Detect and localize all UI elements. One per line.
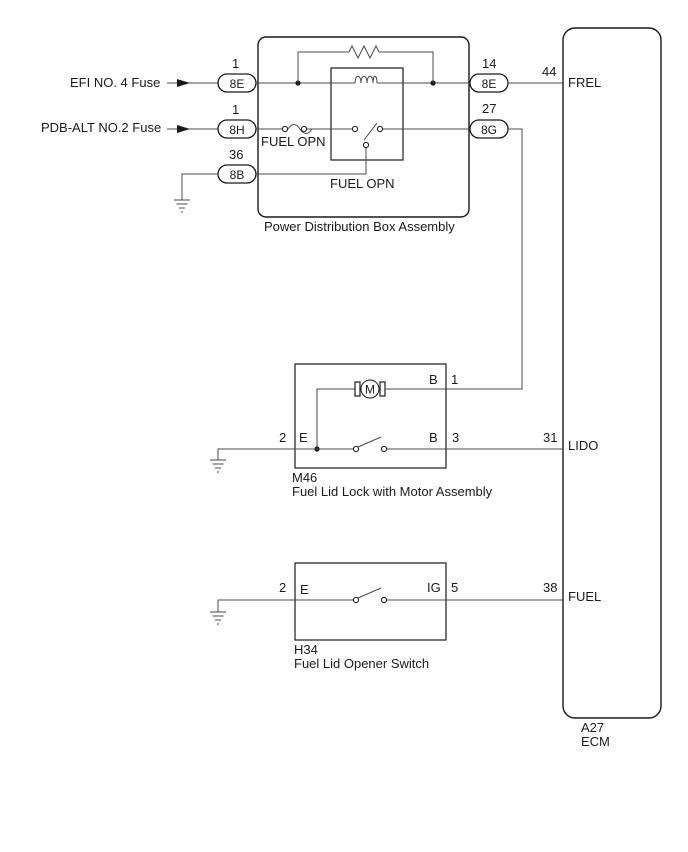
pdb-box <box>257 36 470 218</box>
motor-terminal-b-top: B <box>429 372 438 387</box>
relay-contact-pivot <box>362 141 370 149</box>
opener-terminal-ig: IG <box>427 580 441 595</box>
opener-switch-code: H34 <box>294 642 318 657</box>
fuse-label: FUEL OPN <box>261 134 326 149</box>
motor-terminal-e: E <box>299 430 308 445</box>
efi-fuse-label: EFI NO. 4 Fuse <box>70 75 160 90</box>
pin-sw-e: 2 <box>279 580 286 595</box>
connector-left-top-label: 8E <box>230 77 245 91</box>
opener-terminal-e: E <box>300 582 309 597</box>
resistor-bypass-wire <box>297 51 349 83</box>
ground-icon <box>210 611 226 625</box>
resistor-bypass-wire-right <box>379 51 434 83</box>
fuse-contact-left <box>281 125 289 133</box>
motor-terminal-b-bottom: B <box>429 430 438 445</box>
opener-switch-arm <box>357 587 382 599</box>
fuse-contact-right <box>300 125 308 133</box>
connector-left-bot-label: 8B <box>230 168 245 182</box>
motor-assembly-code: M46 <box>292 470 317 485</box>
pin-right-mid: 27 <box>482 101 496 116</box>
pdb-alt-fuse-label: PDB-ALT NO.2 Fuse <box>41 120 161 135</box>
pin-left-mid: 1 <box>232 102 239 117</box>
motor-icon: M <box>360 379 380 399</box>
motor-ground-wire <box>217 448 295 460</box>
relay-pivot-to-ground-wire <box>256 148 367 175</box>
motor-switch-contact-left <box>352 445 360 453</box>
pdb-name: Power Distribution Box Assembly <box>264 219 455 234</box>
connector-right-mid-label: 8G <box>481 123 497 137</box>
motor-assembly-box <box>294 363 447 469</box>
pin-motor-e: 2 <box>279 430 286 445</box>
relay-coil-icon <box>354 75 378 84</box>
connector-right-top-label: 8E <box>482 77 497 91</box>
opener-switch-box <box>294 562 447 641</box>
pin-left-top: 1 <box>232 56 239 71</box>
pdb-ground-wire <box>181 173 218 200</box>
motor-switch-contact-right <box>380 445 388 453</box>
pdb-alt-input-arrow-icon <box>177 125 190 133</box>
pdb-to-motor-wire <box>446 128 523 390</box>
fuse-icon <box>287 124 313 134</box>
svg-text:M: M <box>365 383 375 397</box>
pin-ecm-fuel: 38 <box>543 580 557 595</box>
relay-label: FUEL OPN <box>330 176 395 191</box>
motor-housing-right <box>379 381 386 397</box>
opener-switch-contact-left <box>352 596 360 604</box>
opener-switch-contact-right <box>380 596 388 604</box>
ecm-box <box>562 27 662 719</box>
pin-ecm-lido: 31 <box>543 430 557 445</box>
motor-switch-arm <box>357 436 382 448</box>
relay-box <box>330 67 404 161</box>
pin-motor-b: 1 <box>451 372 458 387</box>
relay-contact-arm <box>363 122 378 141</box>
motor-assembly-name: Fuel Lid Lock with Motor Assembly <box>292 484 493 499</box>
pin-motor-b2: 3 <box>452 430 459 445</box>
pin-sw-ig: 5 <box>451 580 458 595</box>
relay-contact-left <box>351 125 359 133</box>
pin-ecm-frel: 44 <box>542 64 556 79</box>
pin-left-bot: 36 <box>229 147 243 162</box>
opener-switch-name: Fuel Lid Opener Switch <box>294 656 429 671</box>
efi-input-arrow-icon <box>177 79 190 87</box>
ecm-code: A27 <box>581 720 604 735</box>
opener-ground-wire <box>217 599 295 612</box>
relay-contact-right <box>376 125 384 133</box>
ecm-signal-fuel: FUEL <box>568 589 601 604</box>
resistor-icon <box>348 44 380 60</box>
ground-icon <box>174 199 190 213</box>
ground-icon <box>210 459 226 473</box>
ecm-signal-lido: LIDO <box>568 438 598 453</box>
pin-right-top: 14 <box>482 56 496 71</box>
connector-left-mid-label: 8H <box>229 123 244 137</box>
ecm-name: ECM <box>581 734 610 749</box>
motor-housing-left <box>354 381 361 397</box>
ecm-signal-frel: FREL <box>568 75 601 90</box>
motor-wire-left <box>316 388 355 449</box>
